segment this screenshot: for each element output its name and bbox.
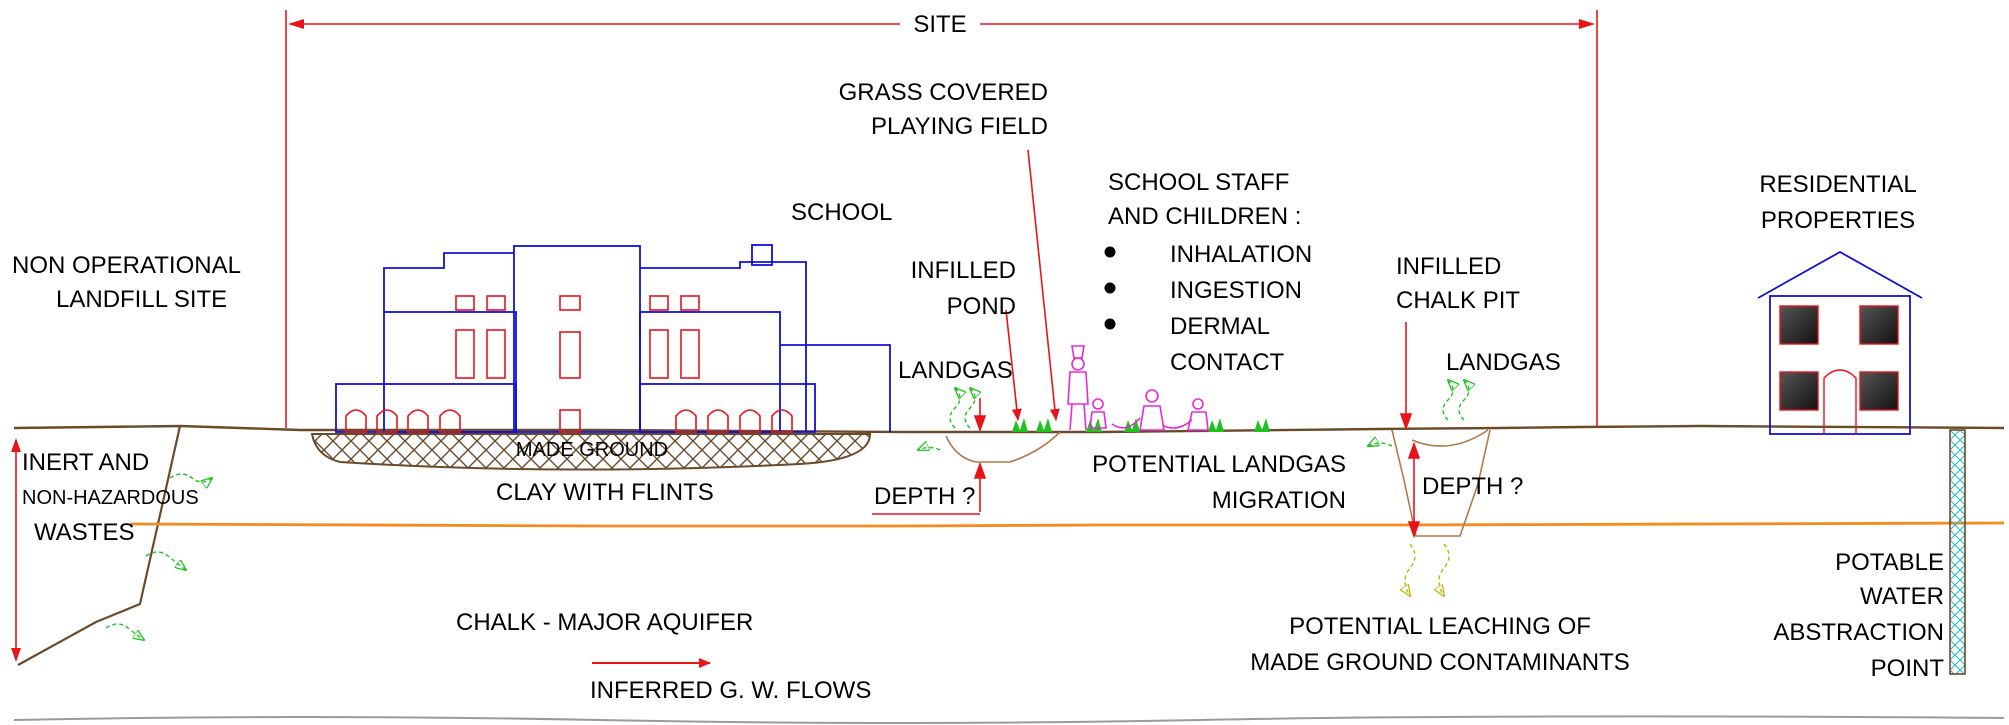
inert-label-1: INERT AND	[22, 449, 149, 476]
exposure-bullets	[1104, 246, 1116, 330]
residential-label-2: PROPERTIES	[1761, 207, 1915, 234]
staff-label-2: AND CHILDREN :	[1108, 203, 1301, 230]
infilled-pond-label-1: INFILLED	[911, 257, 1016, 284]
grass-label-1: GRASS COVERED	[839, 79, 1048, 106]
infilled-chalk-pit	[1391, 429, 1491, 537]
inert-label-2: NON-HAZARDOUS	[22, 487, 199, 509]
infilled-pond	[945, 431, 1061, 463]
potable-label-2: WATER	[1860, 583, 1944, 610]
residential-label-1: RESIDENTIAL	[1759, 171, 1916, 198]
label-leaders	[1005, 149, 1060, 421]
site-dimension	[285, 10, 1598, 428]
school-windows	[345, 295, 793, 433]
pond-depth-arrow	[872, 398, 987, 515]
leaching-label-2: MADE GROUND CONTAMINANTS	[1250, 649, 1630, 676]
abstraction-well	[1949, 429, 1966, 675]
migration-label-1: POTENTIAL LANDGAS	[1092, 451, 1346, 478]
pathway-contact: CONTACT	[1170, 349, 1285, 376]
pathway-inhalation: INHALATION	[1170, 241, 1312, 268]
school-staff-and-children	[1067, 345, 1209, 431]
landfill-depth-arrow	[11, 438, 21, 662]
grass-label-2: PLAYING FIELD	[871, 113, 1048, 140]
migration-label-2: MIGRATION	[1212, 487, 1346, 514]
infilled-pit-label-1: INFILLED	[1396, 253, 1501, 280]
pathway-ingestion: INGESTION	[1170, 277, 1302, 304]
landgas-pathways	[105, 380, 1469, 640]
depth-right-label: DEPTH ?	[1422, 473, 1523, 500]
ground-profile	[13, 424, 2005, 724]
leaching-arrows	[1405, 543, 1450, 596]
potable-label-1: POTABLE	[1835, 549, 1944, 576]
potable-label-3: ABSTRACTION	[1773, 619, 1944, 646]
staff-label-1: SCHOOL STAFF	[1108, 169, 1289, 196]
residential-house	[1757, 250, 1923, 435]
inert-label-3: WASTES	[34, 519, 134, 546]
depth-left-label: DEPTH ?	[874, 483, 975, 510]
potable-label-4: POINT	[1871, 655, 1945, 682]
landgas-left-label: LANDGAS	[898, 357, 1013, 384]
school-building	[335, 244, 891, 433]
school-label: SCHOOL	[791, 199, 892, 226]
landfill-label-1: NON OPERATIONAL	[12, 252, 241, 279]
site-label: SITE	[913, 11, 966, 38]
gw-flows-label: INFERRED G. W. FLOWS	[590, 677, 871, 704]
infilled-pond-label-2: POND	[947, 293, 1016, 320]
leaching-label-1: POTENTIAL LEACHING OF	[1289, 613, 1591, 640]
landfill-label-2: LANDFILL SITE	[56, 286, 227, 313]
pathway-dermal: DERMAL	[1170, 313, 1270, 340]
made-ground-hatch	[310, 433, 872, 471]
chalk-label: CHALK - MAJOR AQUIFER	[456, 609, 753, 636]
landgas-right-label: LANDGAS	[1446, 349, 1561, 376]
infilled-pit-label-2: CHALK PIT	[1396, 287, 1520, 314]
clay-label: CLAY WITH FLINTS	[496, 479, 714, 506]
made-ground-label: MADE GROUND	[516, 439, 668, 461]
pit-depth-arrow	[1399, 322, 1421, 539]
